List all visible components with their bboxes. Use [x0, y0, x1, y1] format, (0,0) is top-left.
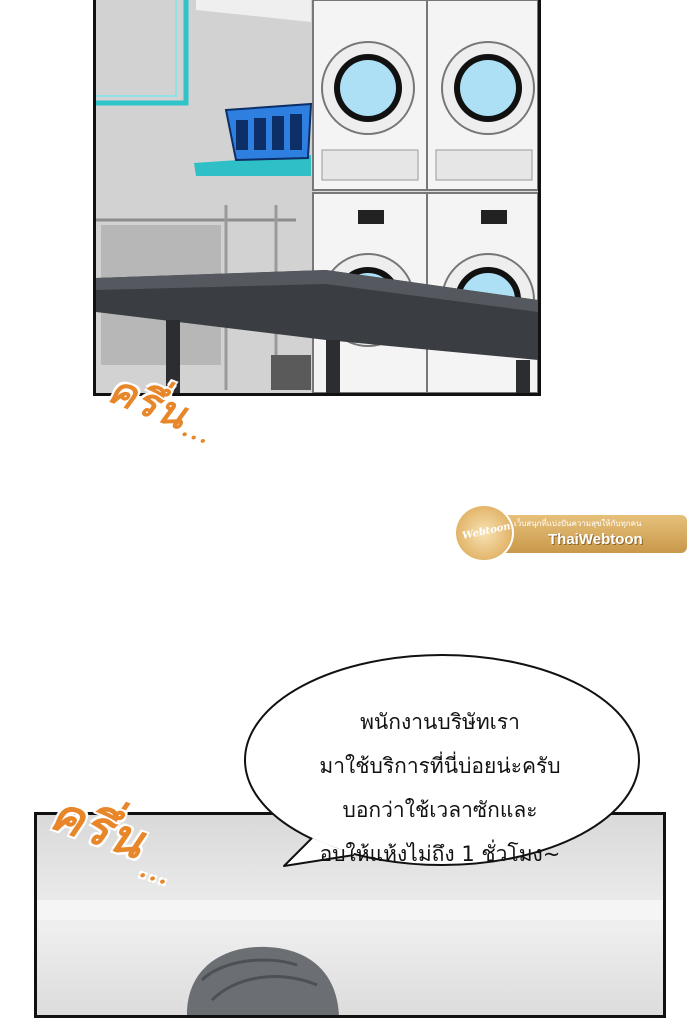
watermark-banner	[486, 515, 687, 553]
speech-line: อบให้แห้งไม่ถึง 1 ชั่วโมง~	[319, 842, 561, 866]
laundromat-scene	[96, 0, 538, 393]
washing-machine-icon	[312, 0, 428, 191]
watermark-logo: Webtoon	[454, 504, 514, 562]
speech-bubble-text: พนักงานบริษัทเรา มาใช้บริการที่นี่บ่อยน่…	[255, 700, 625, 876]
watermark-name: ThaiWebtoon	[548, 531, 643, 548]
watermark-tagline: เว็บสนุกที่แบ่งปันความสุขให้กับทุกคน	[514, 519, 642, 528]
washing-machine-icon	[426, 0, 538, 191]
laundry-basket-icon	[224, 102, 313, 162]
speech-bubble	[244, 654, 640, 867]
speech-line: พนักงานบริษัทเรา	[360, 710, 520, 734]
hallway-scene	[37, 900, 663, 1015]
speech-line: มาใช้บริการที่นี่บ่อยน่ะครับ	[319, 754, 561, 778]
watermark: Webtoon เว็บสนุกที่แบ่งปันความสุขให้กับท…	[446, 504, 690, 562]
watermark-logo-text: Webtoon	[461, 521, 512, 542]
speech-line: บอกว่าใช้เวลาซักและ	[342, 798, 538, 822]
panel-laundromat	[93, 0, 541, 396]
